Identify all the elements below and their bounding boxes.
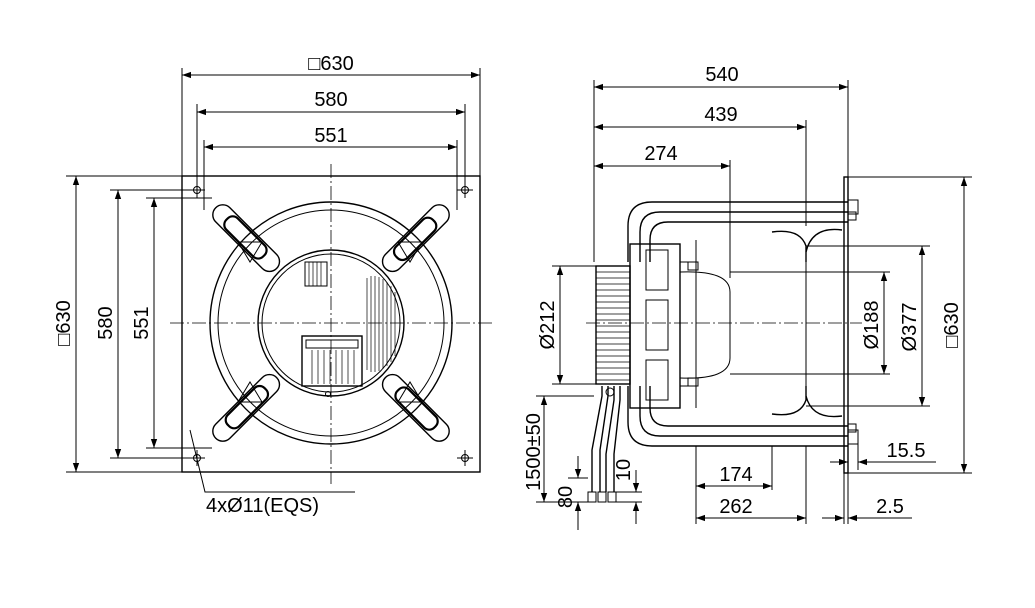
dim-front-hole-width: 580 xyxy=(314,89,347,111)
dim-side-motor-diameter: Ø212 xyxy=(537,301,559,350)
electronics-box xyxy=(301,335,363,397)
dim-side-15-5: 15.5 xyxy=(887,440,926,462)
side-mounting-plate xyxy=(843,176,849,474)
side-impeller xyxy=(629,243,731,409)
mounting-hole-top-left xyxy=(189,182,205,198)
dim-side-plate-height: □630 xyxy=(941,302,963,347)
dim-side-cable-10: 10 xyxy=(613,459,635,481)
dim-side-cable-80: 80 xyxy=(555,486,577,508)
dim-side-depth-274: 274 xyxy=(644,143,677,165)
dim-mounting-holes: 4xØ11(EQS) xyxy=(206,495,319,517)
support-arms xyxy=(212,204,450,442)
dim-side-depth-439: 439 xyxy=(704,104,737,126)
dim-front-overall-width: □630 xyxy=(308,53,353,75)
side-view: 540 439 274 Ø212 Ø188 Ø377 □630 174 262 xyxy=(523,64,972,530)
motor-circle xyxy=(257,249,405,397)
dim-front-hole-height: 580 xyxy=(95,306,117,339)
dim-side-cable-length: 1500±50 xyxy=(523,413,545,491)
dim-side-inner-diameter: Ø188 xyxy=(861,301,883,350)
inlet-ring-inner xyxy=(217,209,445,437)
dim-side-total-depth: 540 xyxy=(705,64,738,86)
motor-heatsink xyxy=(366,276,396,372)
side-motor xyxy=(595,265,631,385)
dim-side-2-5: 2.5 xyxy=(876,496,904,518)
dim-side-262: 262 xyxy=(719,496,752,518)
dim-side-outer-diameter: Ø377 xyxy=(899,303,921,352)
dim-front-inner-width: 551 xyxy=(314,125,347,147)
dim-front-overall-height: □630 xyxy=(53,300,75,345)
inlet-ring-outer xyxy=(209,201,453,445)
mounting-hole-bottom-right xyxy=(457,450,473,466)
side-cables xyxy=(587,386,621,503)
mounting-hole-top-right xyxy=(457,182,473,198)
dim-side-174: 174 xyxy=(719,464,752,486)
dim-front-inner-height: 551 xyxy=(131,306,153,339)
front-view: □630 580 551 □630 580 551 4xØ11(EQS) xyxy=(53,53,492,517)
